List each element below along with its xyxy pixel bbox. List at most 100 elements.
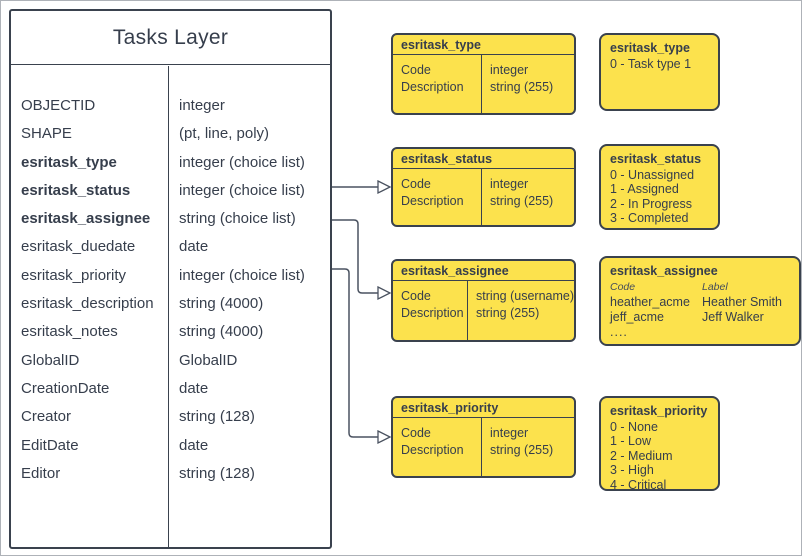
value-list-item: 0 - None [610, 419, 658, 434]
domain-field-name: Description [401, 443, 464, 457]
field-name: OBJECTID [21, 97, 96, 114]
column-divider [168, 66, 169, 547]
field-type: date [179, 379, 209, 397]
field-name: esritask_status [21, 181, 131, 199]
field-row: esritask_priority integer (choice list) [11, 262, 330, 290]
assignee-label: Heather Smith [702, 294, 782, 309]
field-type: GlobalID [179, 351, 238, 369]
field-name: GlobalID [21, 351, 80, 369]
field-type: string (choice list) [179, 210, 296, 228]
domain-field-name: Description [401, 194, 464, 208]
field-name: SHAPE [21, 125, 72, 143]
domain-field-type: string (255) [476, 306, 540, 320]
value-list-item: 0 - Unassigned [610, 167, 695, 182]
assignee-code: heather_acme [610, 294, 690, 309]
field-type: integer (choice list) [179, 181, 305, 199]
domain-field-type: string (255) [490, 194, 554, 208]
value-list-item: 1 - Assigned [610, 182, 679, 197]
field-type: integer [179, 97, 225, 114]
field-name: esritask_assignee [21, 210, 151, 228]
open-arrowhead-icon [377, 285, 392, 301]
value-list-item: 3 - Completed [610, 211, 689, 226]
field-type: string (4000) [179, 295, 264, 313]
value-column-header: Code [610, 280, 636, 293]
domain-field-name: Code [401, 63, 431, 77]
field-row: OBJECTID integer [11, 92, 330, 120]
field-type: string (4000) [179, 323, 264, 341]
domain-field-name: Code [401, 289, 431, 303]
field-row: esritask_duedate date [11, 233, 330, 261]
value-column-header: Label [702, 280, 728, 293]
domain-field-type: string (username) [476, 289, 574, 303]
domain-field-name: Description [401, 80, 464, 94]
field-row: Creator string (128) [11, 403, 330, 431]
domain-field-name: Code [401, 426, 431, 440]
value-list-title: esritask_assignee [610, 264, 718, 278]
field-type: string (128) [179, 408, 255, 426]
value-list-item: 3 - High [610, 463, 654, 478]
field-type: integer (choice list) [179, 266, 305, 284]
field-name: esritask_priority [21, 266, 127, 284]
field-row: SHAPE (pt, line, poly) [11, 120, 330, 148]
value-list-item: 2 - Medium [610, 448, 673, 463]
domain-table-title: esritask_priority [393, 398, 574, 418]
open-arrowhead-icon [377, 429, 392, 445]
field-type: string (128) [179, 464, 255, 482]
field-type: (pt, line, poly) [179, 125, 270, 143]
tasks-layer-title: Tasks Layer [11, 11, 330, 65]
field-type: date [179, 436, 209, 454]
domain-column-types: integer string (255) [482, 418, 574, 476]
domain-table-title: esritask_assignee [393, 261, 574, 281]
domain-field-type: integer [490, 177, 529, 191]
assignee-code: jeff_acme [610, 309, 664, 324]
domain-field-type: integer [490, 426, 529, 440]
domain-field-type: string (255) [490, 443, 554, 457]
field-name: esritask_duedate [21, 238, 136, 256]
domain-field-type: string (255) [490, 80, 554, 94]
domain-table-title: esritask_status [393, 149, 574, 169]
field-name: Creator [21, 408, 72, 426]
connector-esritask-status [332, 179, 392, 195]
value-list-title: esritask_priority [610, 404, 708, 418]
field-type: date [179, 238, 209, 256]
field-row: esritask_type integer (choice list) [11, 149, 330, 177]
domain-column-types: string (username) string (255) [468, 281, 574, 340]
domain-field-name: Description [401, 306, 464, 320]
connector-esritask-priority [332, 268, 392, 445]
field-name: esritask_type [21, 153, 117, 171]
connector-esritask-assignee [332, 219, 392, 301]
domain-column-types: integer string (255) [482, 169, 574, 225]
field-row: esritask_assignee string (choice list) [11, 205, 330, 233]
open-arrowhead-icon [377, 179, 392, 195]
value-list-title: esritask_status [610, 152, 702, 166]
field-row: esritask_notes string (4000) [11, 318, 330, 346]
field-row: GlobalID GlobalID [11, 347, 330, 375]
value-list-item: 2 - In Progress [610, 196, 692, 211]
field-type: integer (choice list) [179, 153, 305, 171]
domain-table-title: esritask_type [393, 35, 574, 55]
field-name: esritask_notes [21, 323, 118, 341]
domain-field-name: Code [401, 177, 431, 191]
field-name: EditDate [21, 436, 79, 454]
